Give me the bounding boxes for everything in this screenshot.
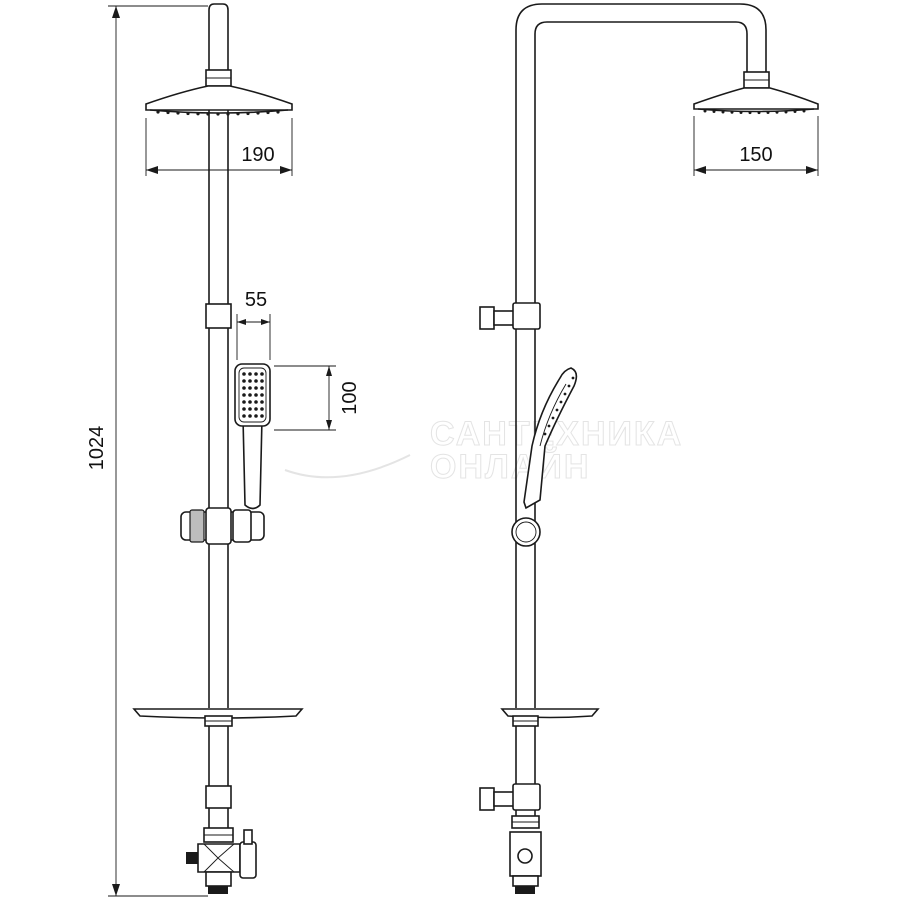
hand-shower-length-label: 100: [339, 381, 361, 414]
hand-shower-width-label: 55: [245, 289, 267, 311]
wall-bracket-upper-side: [479, 302, 541, 330]
front-view: 1024 190: [86, 3, 361, 897]
head-width-front-dimension: 190: [145, 118, 293, 176]
wall-bracket-upper: [205, 303, 232, 329]
head-width-front-label: 190: [241, 144, 274, 166]
wall-bracket-lower-side: [479, 783, 541, 811]
diverter-valve-front: [186, 827, 257, 894]
total-height-label: 1024: [86, 426, 108, 471]
hand-shower-width-dimension: 55: [236, 289, 271, 360]
slide-holder-side: [511, 517, 541, 547]
head-width-side-dimension: 150: [693, 116, 819, 176]
slide-holder-front: [180, 507, 265, 545]
total-height-dimension: 1024: [86, 5, 208, 897]
hand-shower-nozzles: [242, 372, 264, 418]
overhead-shower-side: [693, 87, 819, 115]
hand-shower-front: [234, 363, 271, 510]
diverter-valve-side: [509, 815, 542, 894]
hand-shower-side: [523, 367, 578, 510]
hand-shower-length-dimension: 100: [274, 365, 361, 431]
wall-bracket-lower: [205, 785, 232, 809]
watermark-line2: ОНЛАЙН: [430, 447, 590, 486]
watermark: САНТЕХНИКА ОНЛАЙН: [284, 415, 682, 487]
soap-dish-side: [500, 708, 600, 727]
head-width-side-label: 150: [739, 144, 772, 166]
side-view: 150: [479, 3, 819, 894]
soap-dish-front: [132, 708, 304, 727]
overhead-shower-front: [145, 85, 293, 116]
